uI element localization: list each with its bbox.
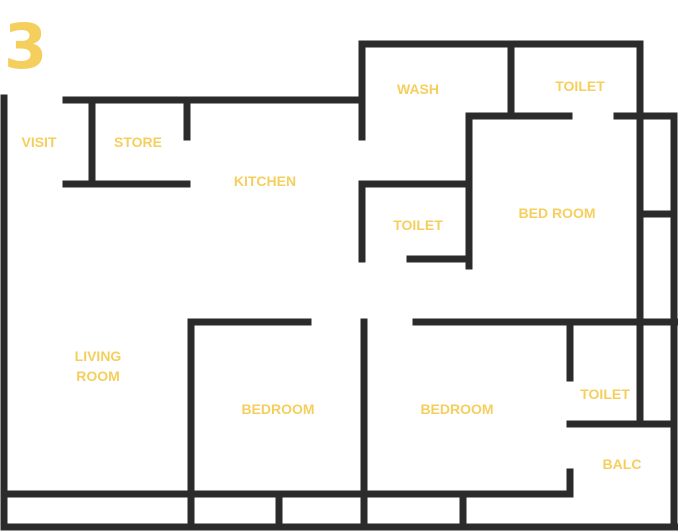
bed-room-label: BED ROOM <box>519 205 596 221</box>
toilet-middle-label: TOILET <box>393 217 443 233</box>
living-room-label-line2: ROOM <box>76 368 120 384</box>
bedroom-right-label: BEDROOM <box>420 401 493 417</box>
toilet-top-label: TOILET <box>555 78 605 94</box>
balc-label: BALC <box>603 456 642 472</box>
visit-label: VISIT <box>21 134 56 150</box>
toilet-bottom-label: TOILET <box>580 386 630 402</box>
plan-number: 3 <box>4 10 47 83</box>
store-label: STORE <box>114 134 162 150</box>
room-labels: VISIT STORE KITCHEN WASH TOILET BED ROOM… <box>21 78 641 472</box>
wash-label: WASH <box>397 81 439 97</box>
kitchen-label: KITCHEN <box>234 173 296 189</box>
living-room-label-line1: LIVING <box>75 348 122 364</box>
walls <box>0 40 678 531</box>
bedroom-left-label: BEDROOM <box>241 401 314 417</box>
